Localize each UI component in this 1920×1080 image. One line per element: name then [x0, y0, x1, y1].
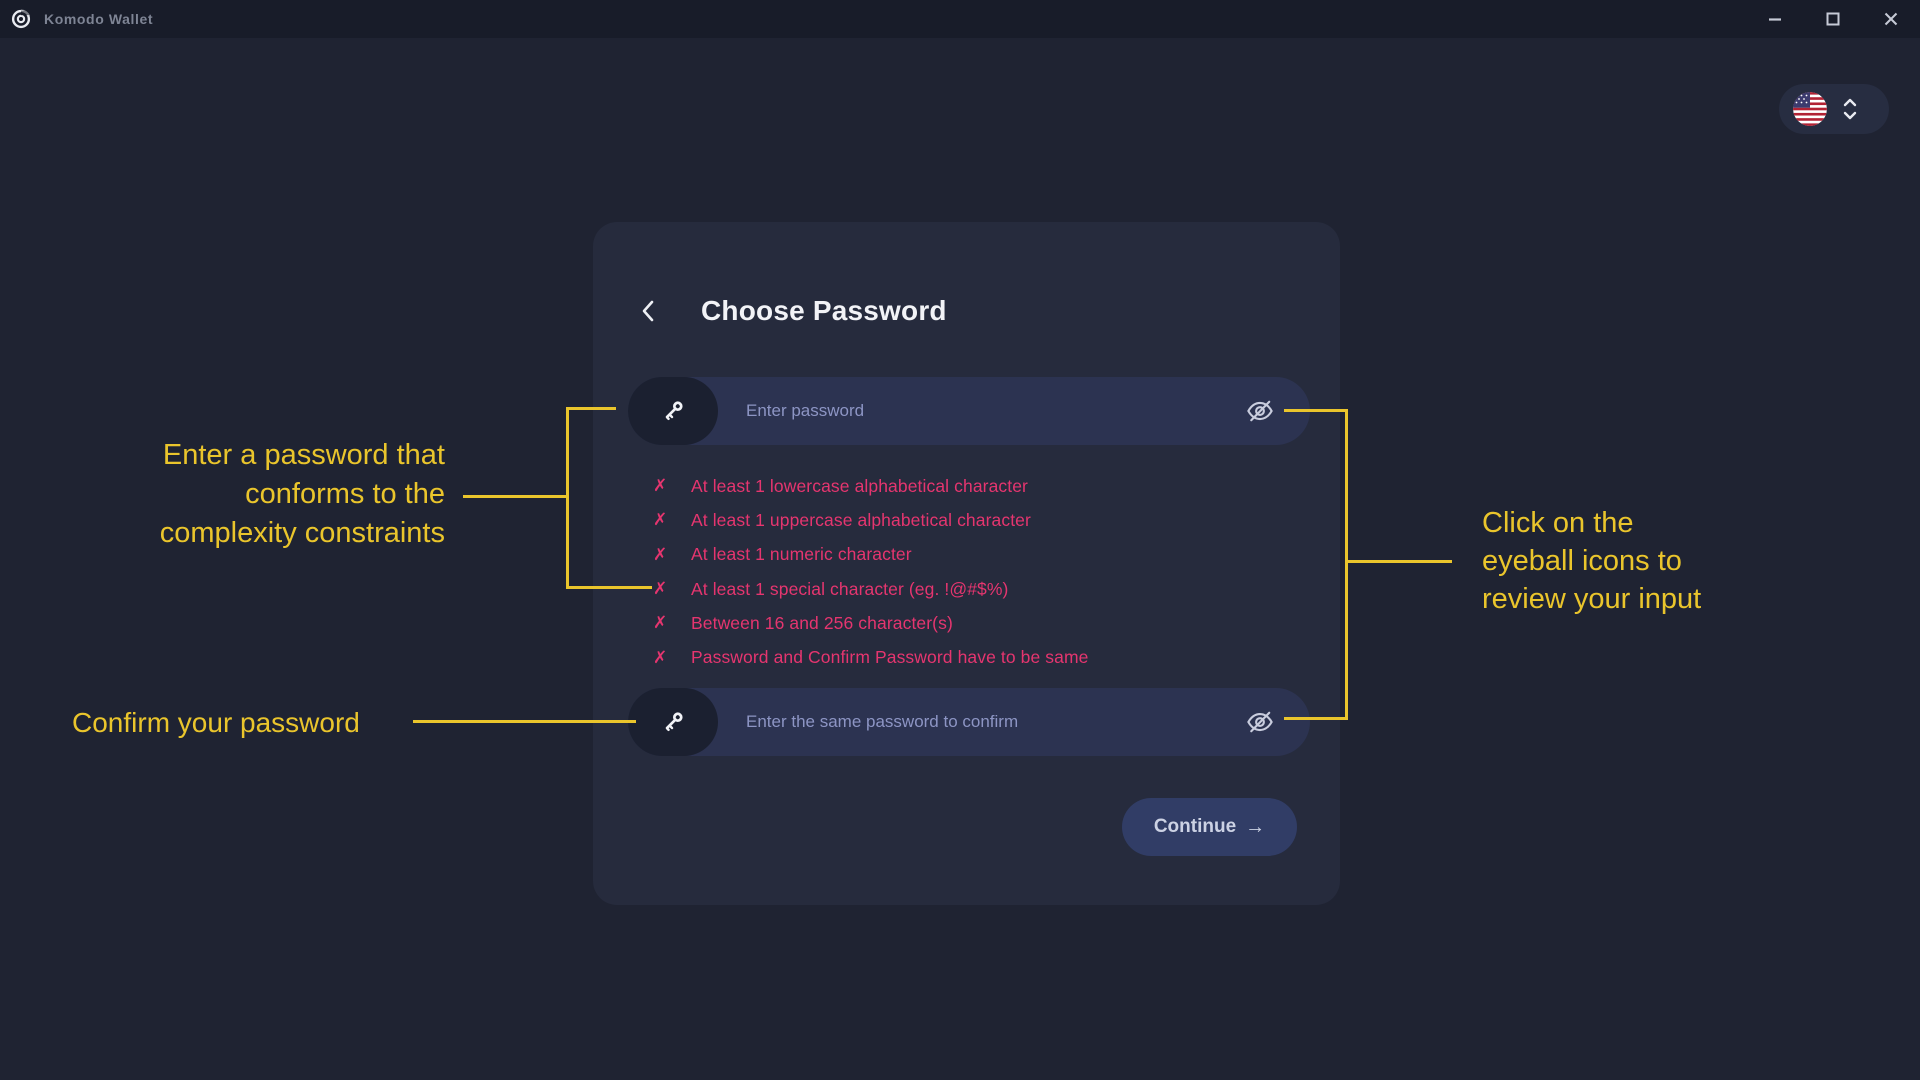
- key-icon-badge: [628, 377, 718, 445]
- requirement-length: ✗ Between 16 and 256 character(s): [653, 612, 953, 633]
- key-icon: [665, 712, 683, 732]
- komodo-logo-icon: [11, 9, 31, 29]
- requirement-lowercase: ✗ At least 1 lowercase alphabetical char…: [653, 475, 1028, 496]
- annotation-line: [1284, 409, 1348, 412]
- key-icon-badge: [628, 688, 718, 756]
- annotation-line: [566, 407, 616, 410]
- annotation-line: [566, 586, 652, 589]
- annotation-line: [1284, 717, 1348, 720]
- fail-x-icon: ✗: [653, 613, 668, 633]
- arrow-right-icon: →: [1245, 815, 1266, 838]
- language-selector[interactable]: [1779, 84, 1889, 134]
- annotation-eye-hint: Click on the eyeball icons to review you…: [1482, 507, 1702, 615]
- choose-password-dialog: Choose Password: [593, 222, 1340, 905]
- fail-x-icon: ✗: [653, 647, 668, 667]
- requirement-special: ✗ At least 1 special character (eg. !@#$…: [653, 578, 1009, 599]
- app-title: Komodo Wallet: [44, 11, 154, 27]
- chevron-up-down-icon: [1843, 98, 1857, 120]
- password-requirements-list: ✗ At least 1 lowercase alphabetical char…: [653, 469, 1088, 675]
- annotation-line: [413, 720, 636, 723]
- continue-button[interactable]: Continue →: [1122, 798, 1297, 856]
- continue-label: Continue: [1153, 816, 1237, 837]
- toggle-confirm-visibility-button[interactable]: [1238, 700, 1282, 744]
- annotation-line: [1345, 409, 1348, 720]
- page-title: Choose Password: [701, 295, 947, 326]
- confirm-password-input[interactable]: [718, 688, 1238, 756]
- requirement-match: ✗ Password and Confirm Password have to …: [653, 647, 1089, 668]
- fail-x-icon: ✗: [653, 579, 668, 599]
- annotation-password-hint: Enter a password that conforms to the co…: [159, 439, 445, 549]
- maximize-icon: [1826, 12, 1840, 26]
- us-flag-icon: [1793, 92, 1827, 126]
- eye-off-icon: [1247, 400, 1273, 422]
- annotation-line: [1345, 560, 1452, 563]
- fail-x-icon: ✗: [653, 510, 668, 530]
- toggle-password-visibility-button[interactable]: [1238, 389, 1282, 433]
- titlebar: Komodo Wallet: [0, 0, 1920, 38]
- dialog-header: Choose Password: [631, 294, 947, 328]
- password-field-container: [628, 377, 1310, 445]
- close-button[interactable]: [1862, 0, 1920, 38]
- confirm-password-field-container: [628, 688, 1310, 756]
- eye-off-icon: [1247, 711, 1273, 733]
- minimize-button[interactable]: [1746, 0, 1804, 38]
- annotation-line: [566, 407, 569, 589]
- minimize-icon: [1769, 18, 1781, 21]
- annotation-line: [463, 495, 568, 498]
- chevron-left-icon: [642, 300, 654, 322]
- fail-x-icon: ✗: [653, 476, 668, 496]
- fail-x-icon: ✗: [653, 544, 668, 564]
- requirement-uppercase: ✗ At least 1 uppercase alphabetical char…: [653, 509, 1031, 530]
- password-input[interactable]: [718, 377, 1238, 445]
- maximize-button[interactable]: [1804, 0, 1862, 38]
- requirement-numeric: ✗ At least 1 numeric character: [653, 544, 912, 565]
- annotation-confirm-hint: Confirm your password: [72, 707, 360, 738]
- key-icon: [665, 401, 683, 421]
- close-icon: [1884, 12, 1898, 26]
- back-button[interactable]: [631, 294, 665, 328]
- window-controls: [1746, 0, 1920, 38]
